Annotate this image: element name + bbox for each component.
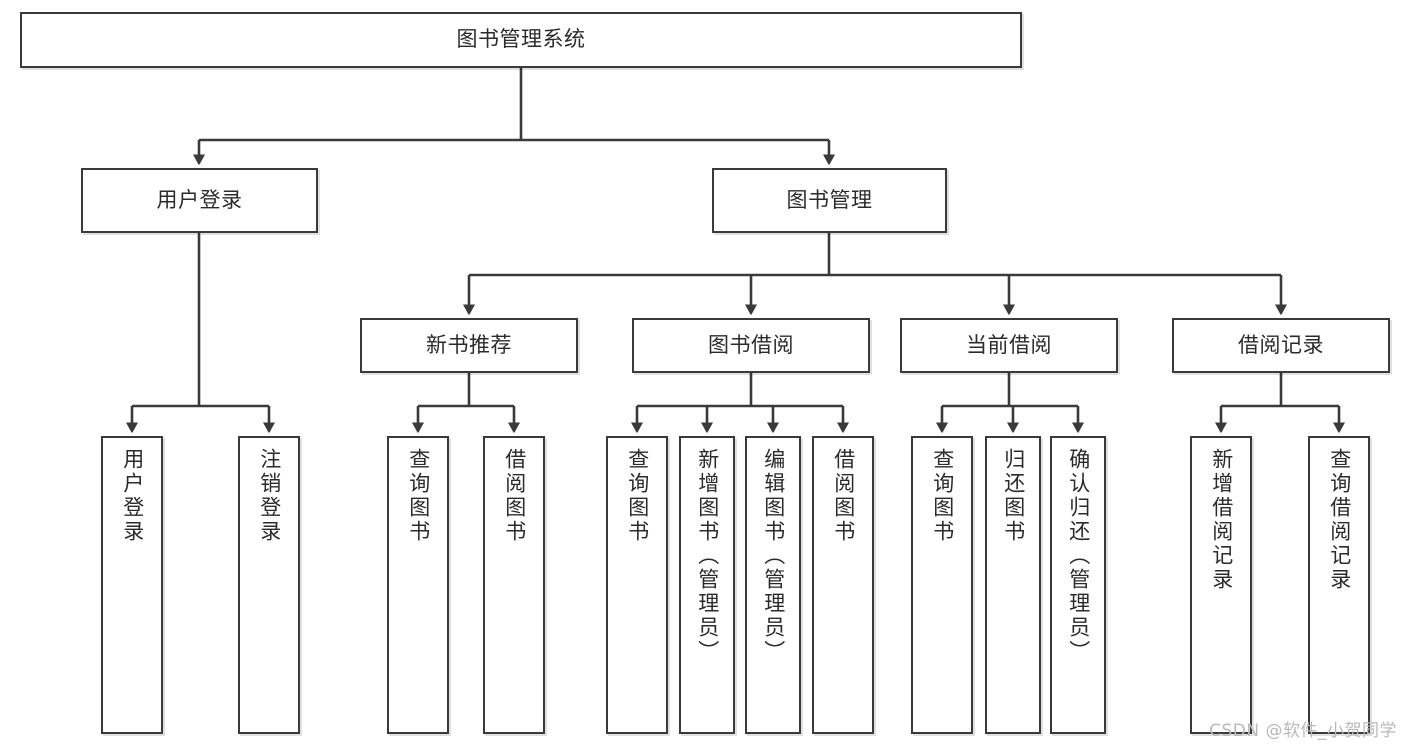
node-leaf-edit-book-admin-label: 编辑图书（管理员）	[761, 448, 786, 664]
node-new-book-recommend[interactable]: 新书推荐	[360, 318, 578, 373]
node-leaf-return-books[interactable]: 归还图书	[985, 436, 1041, 734]
node-leaf-borrow-books-1-label: 借阅图书	[502, 448, 527, 544]
node-book-borrow-label: 图书借阅	[708, 332, 794, 357]
node-leaf-query-borrow-record-label: 查询借阅记录	[1327, 448, 1352, 592]
node-leaf-logout-login-label: 注销登录	[257, 448, 282, 544]
node-leaf-return-books-label: 归还图书	[1001, 448, 1026, 544]
node-leaf-add-book-admin[interactable]: 新增图书（管理员）	[679, 436, 735, 734]
node-leaf-query-books-1-label: 查询图书	[406, 448, 431, 544]
node-current-borrow-label: 当前借阅	[966, 332, 1052, 357]
node-book-borrow[interactable]: 图书借阅	[632, 318, 870, 373]
node-leaf-query-borrow-record[interactable]: 查询借阅记录	[1308, 436, 1370, 734]
node-book-management-label: 图书管理	[786, 187, 873, 212]
node-leaf-confirm-return-admin[interactable]: 确认归还（管理员）	[1050, 436, 1106, 734]
node-leaf-edit-book-admin[interactable]: 编辑图书（管理员）	[745, 436, 801, 734]
node-leaf-confirm-return-admin-label: 确认归还（管理员）	[1066, 448, 1091, 664]
node-leaf-logout-login[interactable]: 注销登录	[238, 436, 300, 734]
node-leaf-query-books-2[interactable]: 查询图书	[606, 436, 668, 734]
node-book-management[interactable]: 图书管理	[712, 168, 947, 233]
node-current-borrow[interactable]: 当前借阅	[900, 318, 1118, 373]
node-leaf-borrow-books-1[interactable]: 借阅图书	[483, 436, 545, 734]
node-leaf-borrow-books-2-label: 借阅图书	[831, 448, 856, 544]
node-leaf-add-borrow-record-label: 新增借阅记录	[1209, 448, 1234, 592]
node-new-book-recommend-label: 新书推荐	[426, 332, 512, 357]
node-leaf-add-book-admin-label: 新增图书（管理员）	[695, 448, 720, 664]
node-leaf-user-login-label: 用户登录	[120, 448, 145, 544]
node-borrow-record[interactable]: 借阅记录	[1172, 318, 1390, 373]
node-leaf-query-books-3-label: 查询图书	[930, 448, 955, 544]
node-root-system[interactable]: 图书管理系统	[20, 12, 1022, 68]
node-user-login[interactable]: 用户登录	[81, 168, 318, 233]
node-user-login-label: 用户登录	[156, 187, 243, 212]
node-borrow-record-label: 借阅记录	[1238, 332, 1324, 357]
node-leaf-borrow-books-2[interactable]: 借阅图书	[812, 436, 874, 734]
node-leaf-query-books-2-label: 查询图书	[625, 448, 650, 544]
node-root-system-label: 图书管理系统	[456, 27, 586, 52]
node-leaf-add-borrow-record[interactable]: 新增借阅记录	[1190, 436, 1252, 734]
node-leaf-query-books-3[interactable]: 查询图书	[911, 436, 973, 734]
node-leaf-user-login[interactable]: 用户登录	[101, 436, 163, 734]
node-leaf-query-books-1[interactable]: 查询图书	[387, 436, 449, 734]
